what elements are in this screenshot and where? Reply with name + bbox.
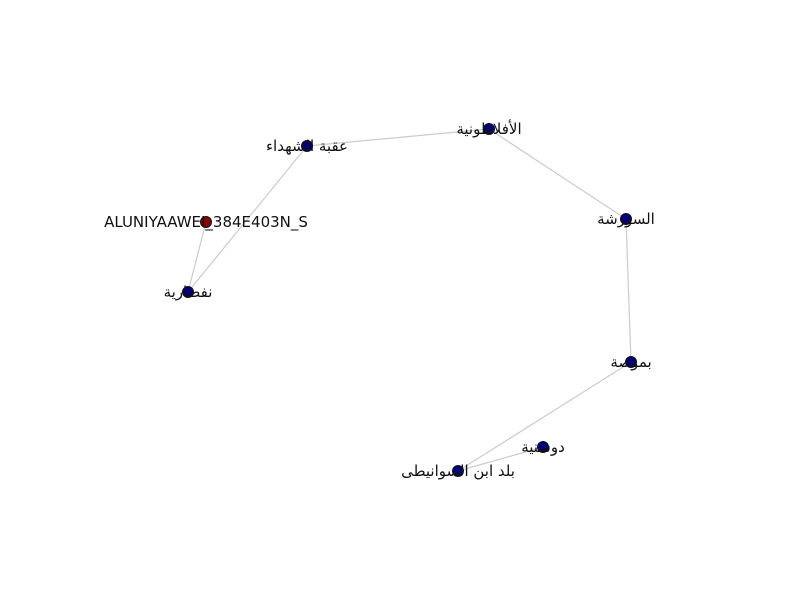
graph-edges — [187, 128, 632, 472]
graph-node-n1 — [483, 123, 495, 135]
graph-node-n5 — [620, 213, 632, 225]
graph-edge-n1-n2 — [306, 128, 490, 147]
graph-node-label-n1: الأفلاطونية — [456, 119, 521, 138]
graph-edge-n5-n6 — [625, 218, 632, 363]
graph-edge-n2-n4 — [187, 145, 308, 293]
graph-edge-n3-n4 — [187, 221, 207, 293]
graph-node-label-n3: ALUNIYAAWEI_384E403N_S — [104, 213, 308, 232]
graph-node-n7 — [537, 441, 549, 453]
graph-node-label-n4: نفصارية — [164, 283, 213, 301]
graph-edge-n1-n5 — [488, 128, 627, 220]
graph-node-n2 — [301, 140, 313, 152]
graph-node-n3 — [200, 216, 212, 228]
graph-labels: الأفلاطونية عقبة الشهداء ALUNIYAAWEI_384E4… — [104, 119, 655, 480]
graph-node-n8 — [452, 465, 464, 477]
graph-node-label-n5: السورشة — [597, 210, 655, 228]
graph-node-label-n2: عقبة الشهداء — [266, 137, 348, 155]
graph-edge-n6-n8 — [457, 361, 632, 472]
graph-nodes — [182, 123, 637, 477]
graph-node-n6 — [625, 356, 637, 368]
graph-node-n4 — [182, 286, 194, 298]
graph-node-label-n7: دوسنية — [521, 438, 565, 456]
graph-node-label-n6: بموصة — [610, 353, 651, 371]
graph-node-label-n8: بلد ابن السوانيطى — [401, 462, 515, 480]
graph-edge-n7-n8 — [457, 446, 544, 472]
